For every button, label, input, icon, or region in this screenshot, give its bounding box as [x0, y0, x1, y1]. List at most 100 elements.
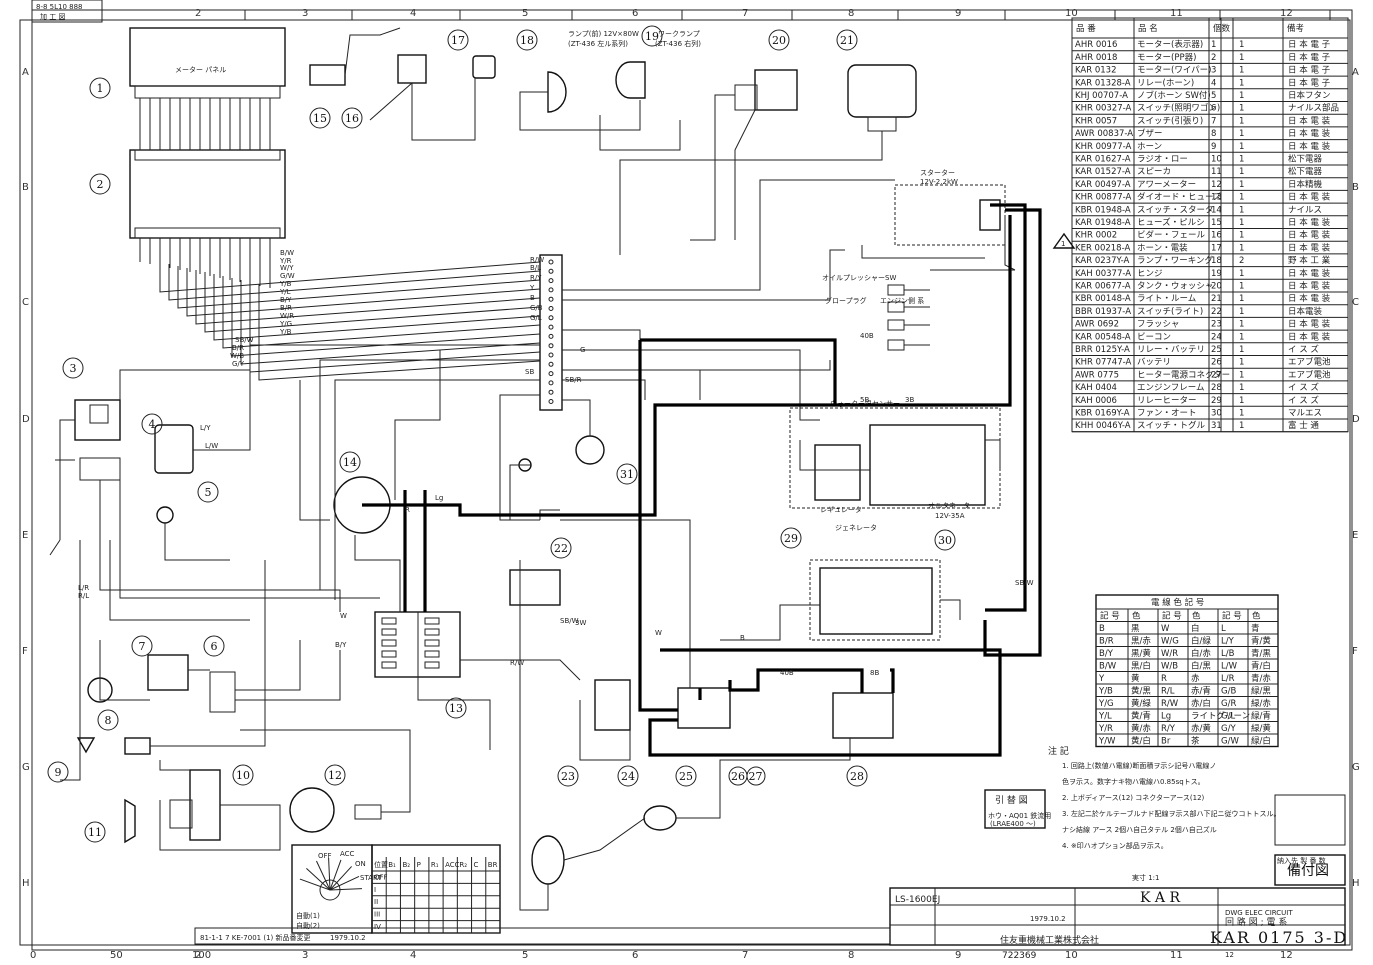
buzzer-8: [124, 737, 151, 755]
parts-qty: 10: [1211, 155, 1222, 165]
color-table-cell: 緑/赤: [1251, 698, 1271, 709]
connector-pin: [548, 287, 554, 293]
key-table-position: II: [374, 898, 378, 906]
parts-qty2: 1: [1239, 307, 1244, 317]
key-dial-label: 自動(2): [296, 921, 320, 930]
parts-no: KAR 01948-A: [1075, 218, 1131, 228]
model-number: LS-1600EJ: [895, 895, 940, 905]
callout-circle: [339, 451, 361, 473]
wire-code-label: Y: [529, 284, 535, 292]
callout-circle: [445, 697, 467, 719]
color-table-cell: 黒: [1131, 624, 1140, 634]
callout-number: 3: [70, 362, 77, 375]
approval-box: [1274, 794, 1346, 846]
thin-wire: [411, 78, 476, 141]
parts-name: スイッチ・トグル: [1137, 420, 1206, 431]
thin-wire: [186, 268, 541, 317]
callout-circle: [341, 107, 363, 129]
ruler-right-row: F: [1352, 646, 1358, 657]
thin-wire: [49, 539, 61, 556]
parts-qty2: 1: [1239, 294, 1244, 304]
ruler-top-col: 8: [848, 8, 854, 19]
callout-number: 26 27: [731, 770, 763, 783]
parts-qty2: 1: [1239, 104, 1244, 114]
parts-qty: 23: [1211, 320, 1222, 330]
parts-name: モーター(表示器): [1137, 39, 1203, 50]
color-table-cell: 白/緑: [1191, 636, 1211, 647]
connector-pin: [548, 361, 554, 367]
parts-qty: 4: [1211, 78, 1216, 88]
thin-wire: [562, 399, 591, 436]
thin-wire: [344, 27, 401, 76]
fuse: [381, 639, 397, 647]
wire-code-label: L/R: [78, 584, 89, 592]
color-table-cell: R/Y: [1161, 724, 1176, 734]
color-table-cell: L/R: [1221, 674, 1235, 684]
color-table-header: 記 号: [1100, 611, 1120, 622]
sheet-number: 12: [1225, 951, 1234, 959]
ruler-bottom-col: 10: [1065, 950, 1078, 961]
ruler-bottom-col: 11: [1170, 950, 1183, 961]
parts-qty: 6: [1211, 104, 1216, 114]
fuse: [424, 661, 440, 669]
parts-name: ヒューズ・ピルシ: [1137, 217, 1205, 228]
revision-triangle-mark: 1: [1061, 240, 1065, 248]
parts-qty2: 1: [1239, 345, 1244, 355]
thin-wire: [354, 535, 401, 612]
flasher-23: [594, 679, 631, 731]
key-table-position: III: [374, 911, 380, 919]
parts-qty2: 1: [1239, 205, 1244, 215]
wire-code-label: G/L: [530, 314, 542, 322]
ruler-left-row: F: [22, 646, 28, 657]
callout-number: 18: [520, 34, 534, 47]
parts-name: ヒーター電源コネクター: [1137, 370, 1230, 380]
parts-note: ナイルス部品: [1288, 103, 1339, 114]
color-table-cell: 緑/白: [1251, 736, 1271, 747]
parts-name: バッテリ: [1137, 358, 1171, 368]
ruler-left-row: H: [22, 878, 30, 889]
callout-number: 9: [55, 766, 62, 779]
ruler-right-row: H: [1352, 878, 1360, 889]
starter-solenoid: [979, 199, 1001, 231]
key-table-frame: [371, 844, 501, 934]
parts-name: タンク・ウォッシャ: [1137, 282, 1213, 292]
fuse: [424, 617, 440, 625]
parts-qty: 9: [1211, 142, 1216, 152]
parts-qty: 1: [1211, 40, 1216, 50]
callout-circle: [557, 765, 579, 787]
color-table-cell: 緑/青: [1251, 711, 1271, 722]
callout-circle: [641, 25, 663, 47]
radio-10: [189, 769, 221, 841]
key-table-header: B₂: [402, 861, 410, 869]
color-table-cell: 白: [1191, 623, 1200, 634]
key-table-header: P: [417, 861, 421, 869]
color-table-cell: B/R: [1099, 637, 1114, 647]
thin-wire: [231, 278, 541, 357]
ruler-right-row: C: [1352, 297, 1359, 308]
parts-note: 富 士 通: [1288, 420, 1319, 431]
thin-wire: [59, 419, 75, 540]
heavy-wire: [983, 208, 1042, 657]
wire-code-label: R/L: [78, 592, 89, 600]
parts-no: AHR 0018: [1075, 53, 1117, 63]
callout-number: 6: [211, 640, 218, 653]
thin-wire: [861, 245, 985, 259]
parts-note: 松下電器: [1288, 166, 1323, 177]
wire-code-label: B/Y: [280, 296, 292, 304]
color-table-cell: Y: [1098, 674, 1105, 684]
wire-code-label: R/W: [510, 659, 524, 667]
connector-pin: [548, 380, 554, 386]
work-lamp-18b: [615, 61, 646, 99]
parts-name: リレーヒーター: [1137, 396, 1197, 406]
wire-code-label: 3B: [905, 396, 914, 404]
callout-number: 28: [850, 770, 864, 783]
parts-note: イ ス ズ: [1288, 344, 1319, 355]
connector-pin: [548, 399, 554, 404]
thin-wire: [562, 179, 895, 291]
thin-wire: [734, 109, 756, 240]
parts-qty: 2: [1211, 53, 1216, 63]
wire-code-label: L/W: [205, 442, 218, 450]
parts-note: 日 本 電 装: [1288, 230, 1331, 241]
color-table-cell: ライトグリーン: [1191, 711, 1250, 722]
meter-connector: [134, 85, 281, 99]
